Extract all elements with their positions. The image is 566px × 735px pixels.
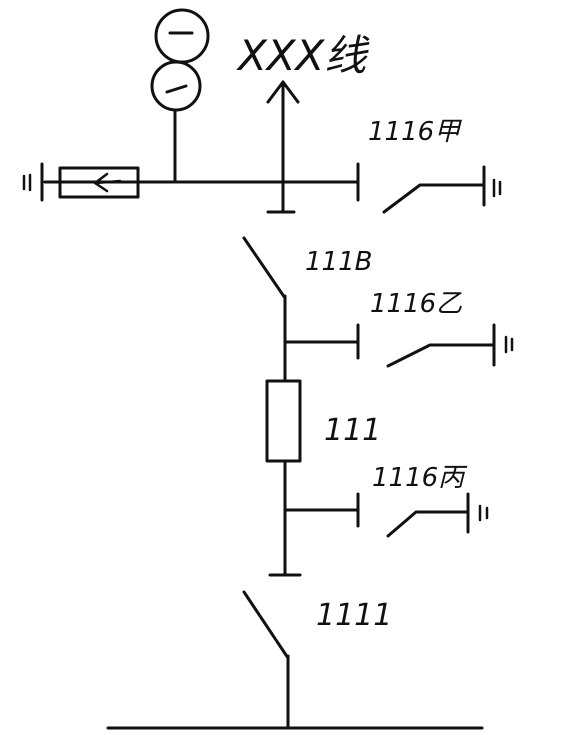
breaker-111-label: 111 [324,413,381,448]
grounding-switch-1116-bing-icon [386,492,489,538]
potential-transformer-icon [150,8,210,184]
disconnector-111b-icon [242,236,287,382]
breaker-111-icon [265,379,302,463]
left-ground-icon [22,162,44,202]
outgoing-line-arrow-icon [266,80,300,214]
switch-1116-bing-label: 1116丙 [372,463,468,493]
grounding-switch-1116-jia-icon [382,165,502,214]
line-trap-icon [58,166,140,199]
disconnector-1111-icon [242,590,290,730]
grounding-switch-1116-yi-icon [386,323,514,368]
switch-111b-label: 111B [305,247,372,277]
switch-1111-label: 1111 [316,598,392,633]
switch-1116-yi-label: 1116乙 [370,289,462,319]
line-name-label: XXX线 [236,31,370,80]
branch-1116-yi [283,323,360,360]
branch-1116-bing [283,492,360,528]
switch-1116-jia-label: 1116甲 [368,117,462,147]
